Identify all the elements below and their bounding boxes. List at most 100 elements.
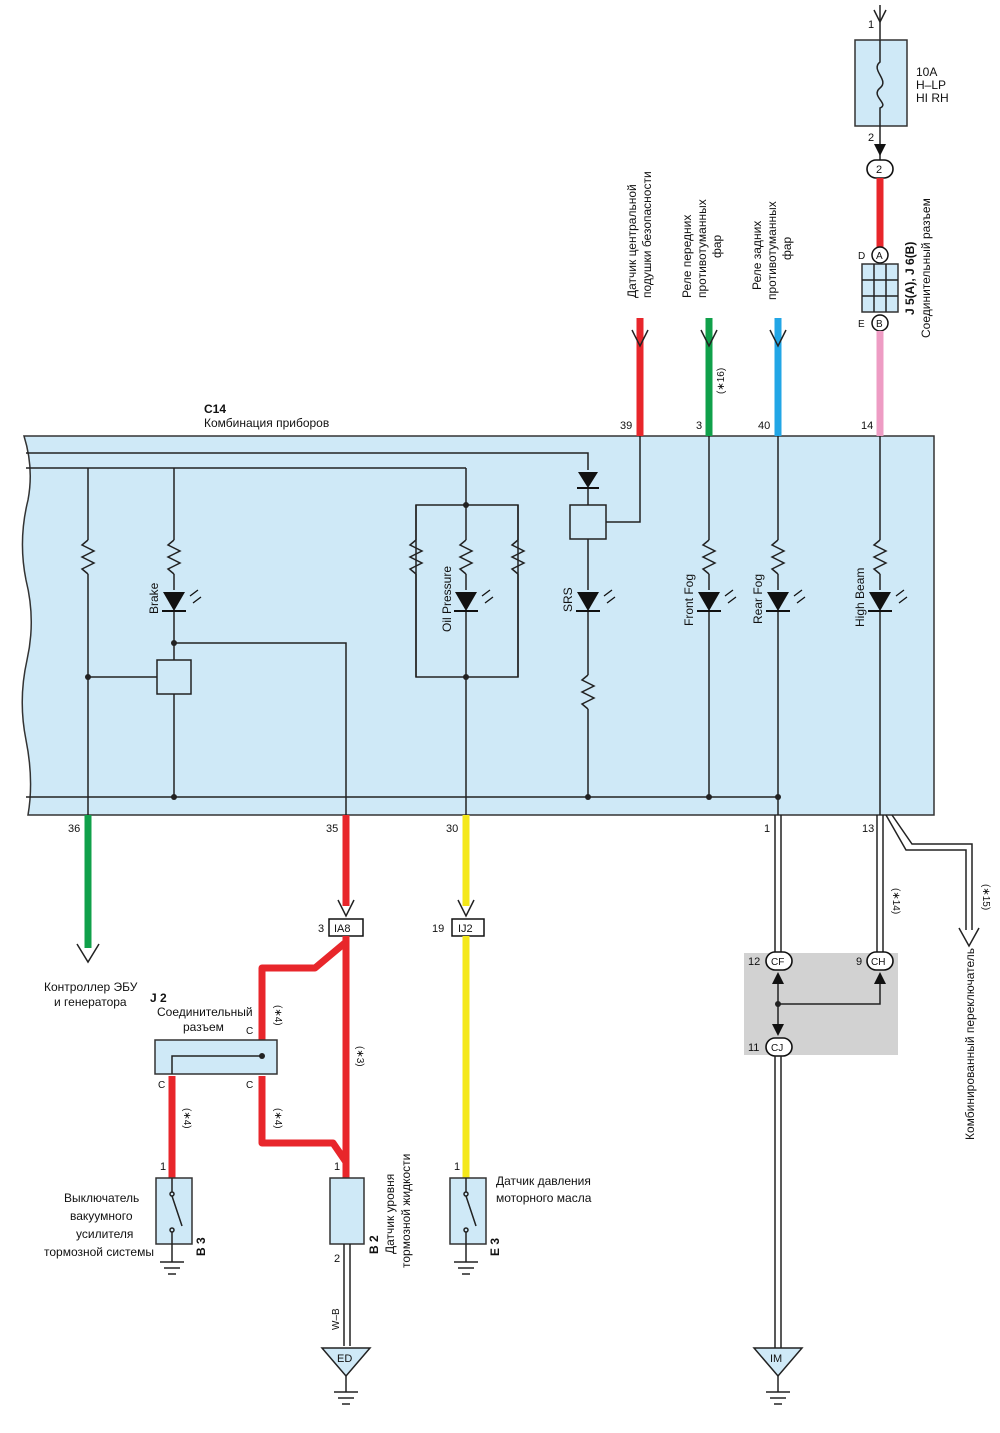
ground-ed-label: ED — [337, 1353, 352, 1365]
fuse-line2: H–LP — [916, 78, 946, 92]
connector-ch — [866, 951, 894, 971]
j2-internal — [171, 1055, 262, 1074]
rear-fog-label-3: фар — [780, 236, 794, 260]
brake-switch-body — [155, 1177, 193, 1245]
pin-1-bottom: 1 — [764, 823, 770, 835]
diode-srs-icon — [577, 472, 599, 489]
front-fog-label-2: противотуманных — [695, 199, 709, 298]
brake-switch-pin: 1 — [160, 1161, 166, 1173]
instrument-cluster-panel — [21, 435, 935, 816]
label-oil-pressure: Oil Pressure — [440, 566, 454, 632]
note-15: (∗15) — [980, 884, 991, 910]
led-oil-icon — [454, 589, 494, 612]
j5-connector — [861, 263, 899, 313]
j5-pin-d-label: D — [858, 251, 865, 262]
j5-pin-a — [871, 246, 889, 264]
junction-dots — [85, 502, 781, 800]
fluid-sensor-id: B 2 — [367, 1235, 381, 1254]
fuse-rating: 10A — [916, 65, 937, 79]
pin-40: 40 — [758, 420, 770, 432]
led-high-beam-icon — [868, 589, 908, 612]
connector-cf — [765, 951, 793, 971]
label-srs: SRS — [561, 587, 575, 612]
ground-ed-icon — [334, 1376, 358, 1405]
connector-cj-pin: 11 — [748, 1042, 759, 1054]
fluid-wire-code: W–B — [331, 1308, 342, 1330]
oil-ground-icon — [454, 1261, 478, 1275]
pin-14: 14 — [861, 420, 873, 432]
cluster-name: Комбинация приборов — [204, 416, 329, 430]
j5-grid — [862, 264, 898, 312]
j2-pin-c1: C — [246, 1026, 253, 1037]
fuse-box — [854, 39, 908, 127]
led-rear-fog-icon — [766, 589, 806, 612]
led-srs-icon — [576, 589, 616, 612]
ground-im — [752, 1347, 804, 1378]
wire-cf-ch — [778, 984, 881, 1005]
arrow-cf-icon — [772, 972, 784, 984]
rear-fog-label-1: Реле задних — [750, 221, 764, 290]
pin-3-top: 3 — [696, 420, 702, 432]
ground-im-label: IM — [770, 1353, 782, 1365]
arrow-ij2-icon — [457, 899, 475, 918]
fluid-sensor-line2: тормозной жидкости — [399, 1154, 413, 1268]
arrow-front-fog-icon — [700, 329, 718, 348]
j2-line1: Соединительный — [157, 1005, 253, 1019]
oil-sensor-line1: Датчик давления — [496, 1174, 591, 1188]
note-4b: (∗4) — [272, 1108, 283, 1129]
j5-pin-b-label: B — [876, 319, 883, 330]
front-fog-label-3: фар — [710, 234, 724, 258]
arrow-cj-icon — [772, 1024, 784, 1036]
label-brake: Brake — [147, 582, 161, 614]
combo-switch-label: Комбинированный переключатель — [963, 948, 977, 1140]
fluid-pin-1: 1 — [334, 1161, 340, 1173]
brake-switch-line2: вакуумного — [70, 1209, 133, 1223]
pin-13: 13 — [862, 823, 874, 835]
ia8-pin: 3 — [318, 923, 324, 935]
arrow-fuse-in-icon — [873, 9, 887, 24]
pin-35: 35 — [326, 823, 338, 835]
j2-line2: разъем — [183, 1020, 224, 1034]
wire-gray-1 — [774, 815, 782, 952]
wire-gray-13 — [876, 815, 884, 952]
airbag-label-2: подушки безопасности — [640, 171, 654, 298]
gray-junction — [775, 1001, 781, 1007]
note-4a: (∗4) — [272, 1005, 283, 1026]
j5-subtitle: Соединительный разъем — [919, 198, 933, 338]
wire-gray-im — [774, 1056, 782, 1348]
ij2-label: IJ2 — [458, 923, 473, 935]
fluid-sensor-line1: Датчик уровня — [383, 1174, 397, 1254]
connector-cj-label: CJ — [771, 1043, 783, 1054]
j2-pin-c2: C — [158, 1080, 165, 1091]
ij2-pin: 19 — [432, 923, 444, 935]
connector-2-label: 2 — [876, 164, 882, 176]
front-fog-label-1: Реле передних — [680, 215, 694, 298]
wire-combo-switch — [885, 814, 973, 930]
arrow-ia8-icon — [337, 899, 355, 918]
led-front-fog-icon — [697, 589, 737, 612]
fuse-line3: HI RH — [916, 91, 949, 105]
arrow-combo-switch-icon — [958, 927, 980, 948]
j5-pin-e-label: E — [858, 319, 865, 330]
label-rear-fog: Rear Fog — [751, 574, 765, 624]
note-3: (∗3) — [354, 1046, 365, 1067]
rear-fog-label-2: противотуманных — [765, 201, 779, 300]
label-high-beam: High Beam — [853, 568, 867, 627]
arrow-ch-icon — [874, 972, 886, 984]
fuse-pin-1: 1 — [868, 19, 874, 31]
note-16: (∗16) — [716, 368, 727, 394]
j2-pin-c3: C — [246, 1080, 253, 1091]
j2-junction — [259, 1053, 265, 1059]
pin-30: 30 — [446, 823, 458, 835]
brake-switch-id: B 3 — [194, 1237, 208, 1256]
fluid-sensor-body — [329, 1177, 365, 1245]
ecu-label-2: и генератора — [54, 995, 127, 1009]
pin-36: 36 — [68, 823, 80, 835]
fuse-pin-2: 2 — [868, 132, 874, 144]
fuse-icon — [876, 40, 884, 126]
arrow-rear-fog-icon — [769, 329, 787, 348]
oil-switch-icon — [463, 1178, 477, 1262]
note-4c: (∗4) — [181, 1108, 192, 1129]
arrow-airbag-icon — [631, 329, 649, 348]
